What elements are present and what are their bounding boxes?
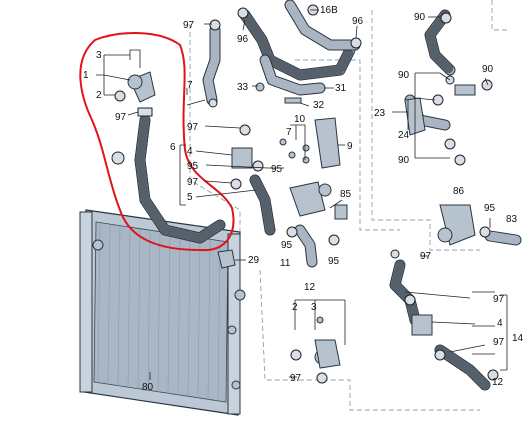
label-7: 7 — [286, 127, 292, 138]
label-3: 3 — [96, 50, 102, 61]
label-85: 85 — [340, 189, 352, 200]
label-97: 97 — [115, 112, 127, 123]
label-23: 23 — [374, 108, 386, 119]
top-right-boundary — [491, 0, 510, 31]
label-96: 96 — [352, 16, 364, 27]
label-12: 12 — [304, 282, 316, 293]
label-24: 24 — [398, 130, 410, 141]
center-group-boundary — [295, 59, 400, 231]
label-80: 80 — [142, 382, 154, 393]
label-14: 14 — [512, 333, 524, 344]
label-90: 90 — [482, 64, 494, 75]
highlight-circle — [79, 32, 235, 252]
label-90: 90 — [398, 155, 410, 166]
label-95: 95 — [187, 161, 199, 172]
leader-lines — [96, 9, 508, 380]
label-12: 12 — [492, 377, 504, 388]
label-7: 7 — [187, 80, 193, 91]
label-83: 83 — [506, 214, 518, 225]
label-97: 97 — [493, 337, 505, 348]
label-5: 5 — [187, 192, 193, 203]
label-1: 1 — [83, 70, 89, 81]
radiator-group-boundary — [259, 269, 480, 411]
label-6: 6 — [170, 142, 176, 153]
radiator — [79, 209, 246, 416]
label-96: 96 — [237, 34, 249, 45]
parts — [111, 4, 499, 384]
label-95: 95 — [271, 164, 283, 175]
label-97: 97 — [493, 294, 505, 305]
label-2: 2 — [292, 302, 298, 313]
label-95: 95 — [484, 203, 496, 214]
label-90: 90 — [414, 12, 426, 23]
label-33: 33 — [237, 82, 249, 93]
right-group-boundary — [371, 10, 480, 251]
part-labels: 97 96 16B 96 90 3 1 2 97 7 6 97 4 95 97 … — [83, 5, 524, 393]
label-97: 97 — [187, 122, 199, 133]
label-16b: 16B — [320, 5, 338, 16]
label-97: 97 — [290, 373, 302, 384]
label-97: 97 — [187, 177, 199, 188]
label-32: 32 — [313, 100, 325, 111]
label-95: 95 — [281, 240, 293, 251]
label-10: 10 — [294, 114, 306, 125]
label-31: 31 — [335, 83, 347, 94]
label-95: 95 — [328, 256, 340, 267]
label-4: 4 — [497, 318, 503, 329]
label-11: 11 — [280, 258, 291, 269]
label-97: 97 — [420, 251, 432, 262]
label-2: 2 — [96, 90, 102, 101]
label-4: 4 — [187, 146, 193, 157]
label-29: 29 — [248, 255, 260, 266]
label-3: 3 — [311, 302, 317, 313]
label-86: 86 — [453, 186, 465, 197]
label-90: 90 — [398, 70, 410, 81]
label-9: 9 — [347, 141, 353, 152]
label-97: 97 — [183, 20, 195, 31]
